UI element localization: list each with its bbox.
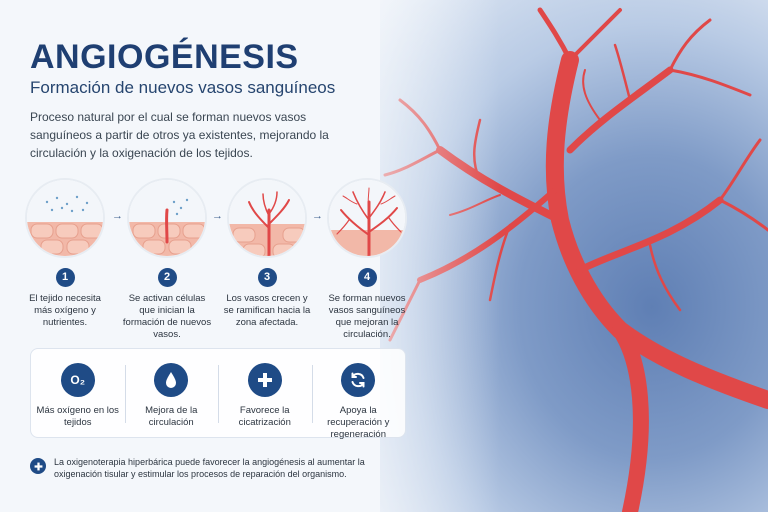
oxygen-symbol: O₂ — [70, 373, 86, 387]
step-caption: Los vasos crecen y se ramifican hacia la… — [223, 293, 311, 328]
step-number: 1 — [55, 268, 75, 287]
step-caption: El tejido necesita más oxígeno y nutrien… — [29, 293, 101, 328]
footnote-text: La oxigenoterapia hiperbárica puede favo… — [54, 457, 365, 479]
step-2: 2 Se activan células que inician la form… — [122, 178, 212, 341]
benefits-panel: O₂ Más oxígeno en los tejidos Mejora de … — [30, 348, 406, 440]
plus-icon — [30, 458, 46, 474]
step-3: 3 Los vasos crecen y se ramifican hacia … — [222, 178, 312, 329]
step-arrow-icon: → — [312, 210, 323, 222]
vessel-branching-icon — [227, 178, 307, 258]
step-1: 1 El tejido necesita más oxígeno y nutri… — [20, 178, 110, 329]
oxygen-icon: O₂ — [60, 363, 95, 397]
benefit-oxygen: O₂ Más oxígeno en los tejidos — [31, 349, 125, 437]
step-arrow-icon: → — [212, 210, 223, 222]
benefit-label: Mejora de la circulación — [145, 405, 198, 428]
benefit-circulation: Mejora de la circulación — [124, 349, 219, 437]
step-number: 2 — [157, 268, 177, 287]
step-number: 4 — [357, 268, 377, 287]
step-arrow-icon: → — [112, 210, 123, 222]
cell-activation-icon — [127, 178, 207, 258]
tissue-oxygen-need-icon — [25, 178, 105, 258]
page-subtitle: Formación de nuevos vasos sanguíneos — [30, 78, 336, 97]
page-description: Proceso natural por el cual se forman nu… — [30, 110, 329, 160]
plus-icon — [247, 363, 282, 397]
benefit-recovery: Apoya la recuperación y regeneración — [311, 349, 406, 440]
step-caption: Se forman nuevos vasos sanguíneos que me… — [328, 293, 406, 340]
step-caption: Se activan células que inician la formac… — [122, 293, 212, 340]
new-vessel-network-icon — [327, 178, 407, 258]
benefit-label: Apoya la recuperación y regeneración — [327, 405, 390, 440]
benefit-healing: Favorece la cicatrización — [218, 349, 312, 437]
benefit-label: Favorece la cicatrización — [238, 405, 291, 428]
step-4: 4 Se forman nuevos vasos sanguíneos que … — [322, 178, 412, 341]
step-number: 3 — [257, 268, 277, 287]
page-title: ANGIOGÉNESIS — [30, 38, 299, 76]
benefit-label: Más oxígeno en los tejidos — [36, 405, 119, 428]
footnote: La oxigenoterapia hiperbárica puede favo… — [30, 456, 370, 480]
refresh-icon — [341, 363, 376, 397]
blood-drop-icon — [154, 363, 189, 397]
